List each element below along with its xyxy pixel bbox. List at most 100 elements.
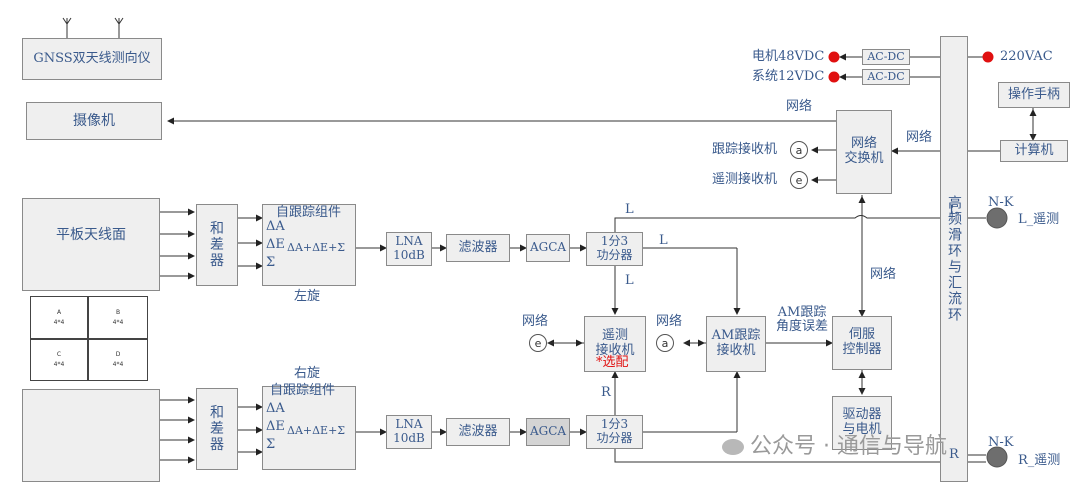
telemetry-rx-box: 遥测 接收机 [584, 316, 646, 372]
joystick-label: 操作手柄 [1007, 86, 1060, 102]
network-switch-label: 网络 交换机 [844, 136, 884, 166]
cell-a-id: A [56, 308, 62, 316]
lna-right-box: LNA 10dB [386, 415, 432, 449]
tracker-right-de: ΔE [266, 419, 285, 434]
slip-ring-label: 高频滑环与汇流环 [946, 195, 963, 323]
right-r-out-label: R [601, 385, 611, 400]
array-cell-c: C 4*4 [30, 339, 88, 381]
filter-left-box: 滤波器 [446, 234, 510, 262]
filter-right-box: 滤波器 [446, 418, 510, 446]
am-net-label: 网络 [656, 314, 683, 329]
agca-left-box: AGCA [526, 234, 570, 262]
telemetry-rx-label: 遥测 接收机 [595, 328, 635, 358]
servo-label: 伺服 控制器 [842, 327, 882, 357]
camera-box: 摄像机 [26, 102, 162, 140]
servo-net-label: 网络 [870, 267, 897, 282]
driver-motor-label: 驱动器 与电机 [842, 407, 882, 437]
filter-left-label: 滤波器 [458, 239, 498, 255]
splitter-right-label: 1分3 功分器 [596, 417, 633, 445]
array-cell-d: D 4*4 [88, 339, 148, 381]
am-rx-label: AM跟踪 接收机 [711, 328, 761, 358]
left-l-out-3: L [625, 273, 634, 288]
tracker-left-combo: ΔA+ΔE+Σ [287, 241, 346, 254]
tracker-left-sum: Σ [266, 255, 276, 270]
computer-net-label: 网络 [906, 130, 933, 145]
acdc-label-1: AC-DC [867, 49, 905, 63]
tracker-left-da: ΔA [266, 219, 285, 234]
tracker-right-da: ΔA [266, 401, 285, 416]
tracker-right-box [262, 386, 356, 470]
system-power-label: 系统12VDC [752, 69, 825, 84]
port-a-label: a [795, 143, 803, 157]
tracker-right-title: 自跟踪组件 [270, 383, 336, 398]
joystick-box: 操作手柄 [998, 82, 1070, 108]
r-tele-out-label: R_遥测 [1018, 453, 1061, 468]
agca-left-label: AGCA [529, 240, 567, 255]
watermark-text: 公众号 · 通信与导航 [750, 434, 947, 459]
cell-a-size: 4*4 [53, 318, 65, 326]
cell-c-size: 4*4 [53, 361, 65, 368]
array-cell-a: A 4*4 [30, 296, 88, 339]
network-switch-box: 网络 交换机 [836, 110, 892, 194]
sum-diff-right-box: 和 差 器 [196, 388, 238, 470]
left-l-out-1: L [625, 202, 634, 217]
slip-ring-box: 高频滑环与汇流环 [940, 36, 968, 482]
gnss-box: GNSS双天线测向仪 [22, 38, 162, 80]
port-e-circle: e [790, 171, 808, 189]
agca-right-label: AGCA [529, 424, 567, 439]
left-l-out-2: L [659, 233, 668, 248]
cell-c-id: C [56, 351, 62, 359]
acdc-box-2: AC-DC [862, 69, 910, 85]
am-a-circle: a [656, 334, 674, 352]
splitter-left-box: 1分3 功分器 [586, 232, 643, 266]
splitter-right-box: 1分3 功分器 [586, 415, 643, 449]
lna-left-label: LNA 10dB [393, 234, 425, 262]
nk-top-label: N-K [988, 195, 1014, 210]
optional-note: *选配 [596, 355, 629, 370]
slip-ring-l-label: L [949, 203, 958, 218]
track-rx-label: 跟踪接收机 [712, 142, 778, 157]
servo-box: 伺服 控制器 [832, 316, 892, 370]
sum-diff-left-label: 和 差 器 [210, 220, 224, 270]
nk-bottom-label: N-K [988, 435, 1014, 450]
telemetry-e-circle: e [529, 334, 547, 352]
l-tele-out-label: L_遥测 [1018, 212, 1060, 227]
array-cell-b: B 4*4 [88, 296, 148, 339]
acdc-box-1: AC-DC [862, 49, 910, 65]
tracker-left-de: ΔE [266, 237, 285, 252]
ac-input-label: 220VAC [1000, 49, 1053, 64]
tele-rx-label: 遥测接收机 [712, 172, 778, 187]
wechat-icon [722, 439, 744, 455]
telemetry-net-label: 网络 [522, 314, 549, 329]
am-rx-box: AM跟踪 接收机 [706, 316, 766, 372]
telemetry-e-label: e [534, 336, 542, 350]
left-rotation-label: 左旋 [294, 289, 321, 304]
acdc-label-2: AC-DC [867, 69, 905, 83]
lna-right-label: LNA 10dB [393, 417, 425, 445]
tracker-left-title: 自跟踪组件 [276, 205, 342, 220]
slip-ring-r-label: R [949, 447, 959, 462]
camera-net-label: 网络 [786, 99, 813, 114]
filter-right-label: 滤波器 [458, 423, 498, 439]
port-a-circle: a [790, 141, 808, 159]
watermark: 公众号 · 通信与导航 [722, 428, 947, 460]
sum-diff-left-box: 和 差 器 [196, 204, 238, 286]
sum-diff-right-label: 和 差 器 [210, 404, 224, 454]
flat-antenna-label: 平板天线面 [56, 227, 126, 243]
driver-motor-box: 驱动器 与电机 [832, 396, 892, 450]
am-error-label: AM跟踪 角度误差 [776, 305, 829, 335]
port-e-label: e [795, 173, 803, 187]
cell-d-id: D [115, 351, 121, 359]
computer-label: 计算机 [1014, 142, 1054, 158]
agca-right-box: AGCA [526, 418, 570, 446]
cell-b-id: B [115, 308, 121, 316]
computer-box: 计算机 [1000, 140, 1068, 162]
tracker-right-combo: ΔA+ΔE+Σ [287, 424, 346, 437]
cell-d-size: 4*4 [112, 361, 124, 368]
cell-b-size: 4*4 [112, 318, 124, 326]
camera-label: 摄像机 [73, 112, 115, 129]
lna-left-box: LNA 10dB [386, 232, 432, 266]
tracker-left-box [262, 204, 356, 286]
splitter-left-label: 1分3 功分器 [596, 234, 633, 262]
am-a-label: a [661, 336, 669, 350]
